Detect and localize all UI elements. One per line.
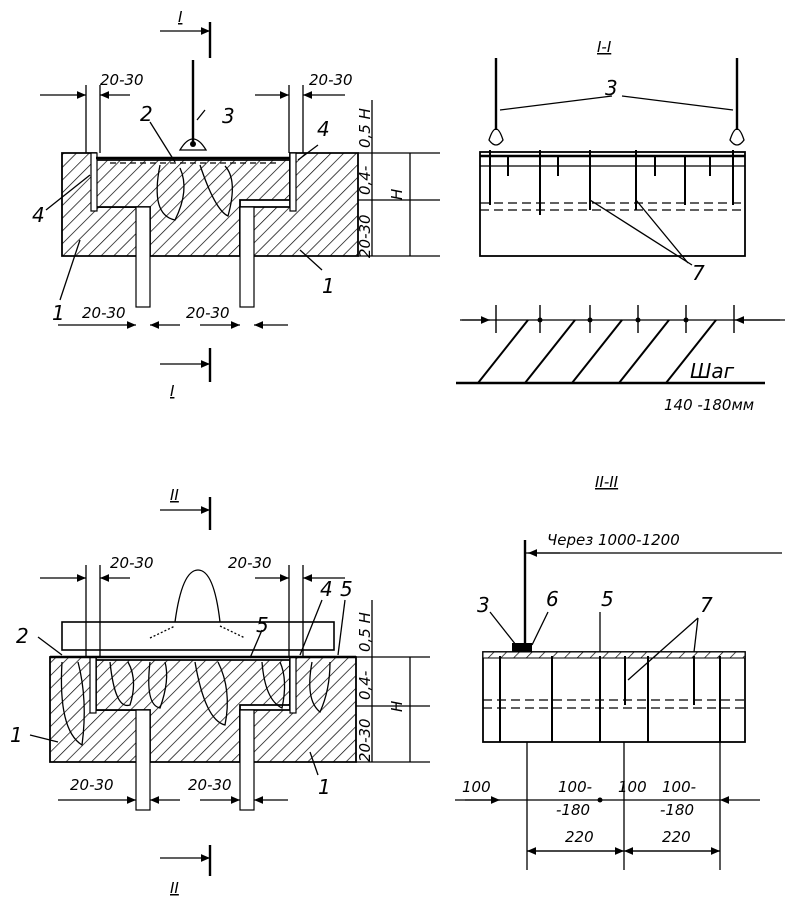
dim-h-2: H — [388, 701, 406, 712]
dim-100-b: 100- — [662, 778, 696, 796]
callout-7-view2-2: 7 — [700, 593, 713, 617]
dim-bottom-left-2: 20-30 — [70, 776, 114, 794]
callout-3-view2-2: 3 — [477, 593, 490, 617]
dim-bottom-left: 20-30 — [82, 304, 126, 322]
dim-100-left: 100 — [462, 778, 491, 796]
section-title-1-1: I-I — [597, 38, 612, 56]
section-label-2-top: II — [170, 486, 179, 504]
section-label-1-top: I — [178, 8, 183, 26]
dim-05h-1: 0,5 H — [356, 108, 374, 148]
dim-h-1: H — [388, 189, 406, 200]
section-label-1-bottom: I — [170, 382, 175, 400]
view-section-2-2: II-II Через 1000-1200 3 6 5 7 10 — [455, 473, 782, 870]
callout-3: 3 — [222, 104, 235, 128]
dim-100-mid: 100 — [618, 778, 647, 796]
callout-1-view2-right: 1 — [318, 775, 331, 799]
callout-4-view2: 4 — [320, 577, 333, 601]
dim-bottom-right-2: 20-30 — [188, 776, 232, 794]
callout-2-view2: 2 — [16, 624, 29, 648]
callout-1-left: 1 — [52, 301, 65, 325]
callout-7-section1: 7 — [692, 261, 705, 285]
callout-2: 2 — [140, 102, 153, 126]
callout-3-section: 3 — [605, 76, 618, 100]
callout-5-view2-b: 5 — [340, 577, 353, 601]
dim-top-left: 20-30 — [100, 71, 144, 89]
view-section-1-1: I-I 3 7 — [456, 38, 785, 414]
callout-5-view2-2: 5 — [601, 587, 614, 611]
dim-04-1: 0,4- — [356, 166, 374, 195]
dim-bottom-right: 20-30 — [186, 304, 230, 322]
step-word: Шаг — [690, 359, 735, 383]
callout-5-view2: 5 — [256, 613, 269, 637]
dim-top-right-2: 20-30 — [228, 554, 272, 572]
callout-1-view2-left: 1 — [10, 723, 23, 747]
dim-100-a: 100- — [558, 778, 592, 796]
callout-1-right: 1 — [322, 274, 335, 298]
view-section-2: II 20-30 20-30 — [10, 486, 430, 897]
dim-top-right: 20-30 — [309, 71, 353, 89]
step-range: 140 -180мм — [664, 396, 754, 414]
callout-6: 6 — [546, 587, 559, 611]
callout-4-right: 4 — [317, 117, 330, 141]
dim-2030-vert-2: 20-30 — [356, 718, 374, 762]
view-section-1: I 20-30 20-30 — [32, 8, 440, 400]
section-label-2-bottom: II — [170, 879, 179, 897]
dim-220-a: 220 — [565, 828, 594, 846]
dim-top-left-2: 20-30 — [110, 554, 154, 572]
section-title-2-2: II-II — [595, 473, 619, 491]
dim-180-b: -180 — [660, 801, 694, 819]
dim-180-a: -180 — [556, 801, 590, 819]
dim-04-2: 0,4- — [356, 671, 374, 700]
dim-05h-2: 0,5 H — [356, 612, 374, 652]
through-label: Через 1000-1200 — [547, 531, 680, 549]
dim-220-b: 220 — [662, 828, 691, 846]
callout-4-left: 4 — [32, 203, 45, 227]
dim-2030-vert-1: 20-30 — [356, 214, 374, 258]
